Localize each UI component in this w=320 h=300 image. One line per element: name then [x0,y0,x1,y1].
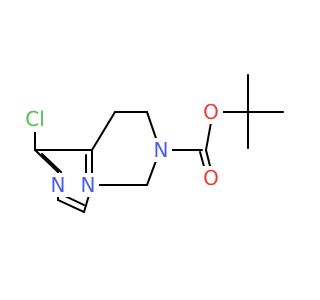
atom-n-pyrimidine-1: N [77,173,99,197]
atom-label-n7: N [154,138,169,162]
atom-layer: Cl N N N O O [19,100,223,197]
bond-layer [34,74,284,213]
bond-c4-n3-inner [41,153,62,173]
atom-label-o-carbonyl: O [203,166,219,190]
atom-label-n3: N [51,173,66,197]
atom-cl: Cl [19,107,51,132]
atom-label-n1: N [81,173,96,197]
atom-label-cl: Cl [25,107,45,131]
bond-c2-n1 [57,199,85,213]
atom-label-o-ester: O [203,100,219,124]
bond-c4-n3 [34,149,59,173]
atom-o-ester: O [199,100,223,124]
atom-o-carbonyl: O [199,166,223,190]
structure-diagram: Cl N N N O O [19,74,284,213]
bond-c2-n1-inner [64,195,85,206]
bond-c4a-c5 [91,111,116,151]
atom-n-pyrimidine-3: N [47,173,69,197]
atom-n-piperidine: N [150,138,172,162]
